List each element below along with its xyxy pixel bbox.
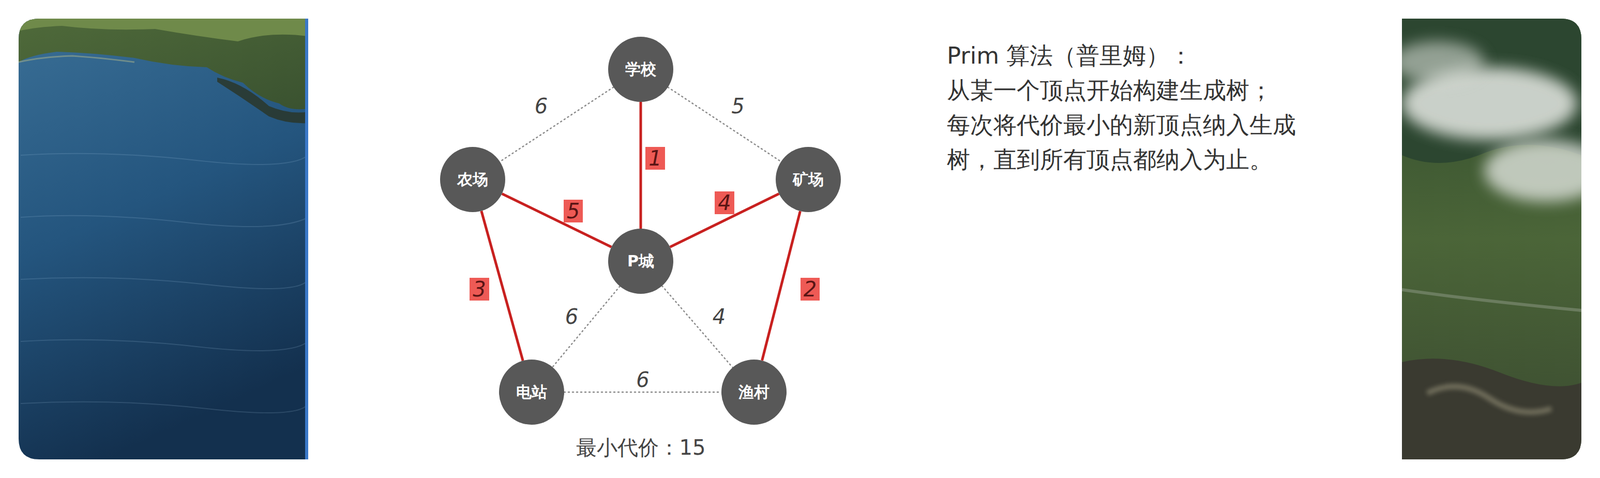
weight-number: 6 [562, 305, 582, 328]
note-text: 每次将代价最小的新顶点纳入生成树，直到所有顶点都纳入为止。 [946, 107, 1309, 177]
weight-highlight: 1 [645, 146, 665, 170]
node-label: P城 [627, 250, 655, 273]
node-circle: 农场 [440, 146, 506, 213]
notes-block: Prim 算法（普里姆）：从某一个顶点开始构建生成树；每次将代价最小的新顶点纳入… [946, 38, 1309, 177]
weight-number: 6 [632, 368, 653, 391]
weight-number: 5 [728, 94, 748, 118]
dotted-edge [552, 285, 620, 367]
circle-fill [499, 359, 565, 425]
node-label: 电站 [516, 381, 548, 403]
dotted-edge [500, 87, 614, 162]
weight-highlight: 5 [563, 199, 583, 223]
dotted-edge [668, 87, 782, 162]
valley-photo [1391, 18, 1600, 460]
node-circle: 渔村 [721, 359, 787, 425]
heading: Prim 算法（普里姆）： [946, 38, 1309, 73]
note-text: 从某一个顶点开始构建生成树； [946, 72, 1309, 108]
tree-edge [762, 210, 801, 361]
weight-number: 4 [709, 305, 729, 328]
node-label: 学校 [625, 58, 657, 81]
node-label: 矿场 [792, 169, 824, 191]
circle-fill [721, 359, 787, 425]
ocean-photo [18, 18, 309, 460]
weight-highlight: 4 [714, 191, 734, 215]
node-circle: P城 [608, 228, 674, 294]
circle-fill [608, 36, 674, 102]
dotted-edge [661, 285, 733, 368]
circle-fill [775, 146, 841, 213]
caption: 最小代价：15 [576, 433, 706, 462]
node-circle: 矿场 [775, 146, 841, 213]
weight-number: 6 [531, 94, 551, 118]
node-circle: 电站 [499, 359, 565, 425]
node-circle: 学校 [608, 36, 674, 102]
circle-fill [440, 146, 506, 213]
node-label: 渔村 [738, 381, 770, 403]
tree-edge [502, 193, 612, 248]
circle-fill [608, 228, 674, 294]
tree-edge [639, 101, 643, 229]
node-label: 农场 [457, 169, 489, 191]
weight-highlight: 3 [469, 277, 489, 301]
weight-highlight: 2 [800, 277, 820, 301]
dotted-edge [564, 391, 722, 394]
